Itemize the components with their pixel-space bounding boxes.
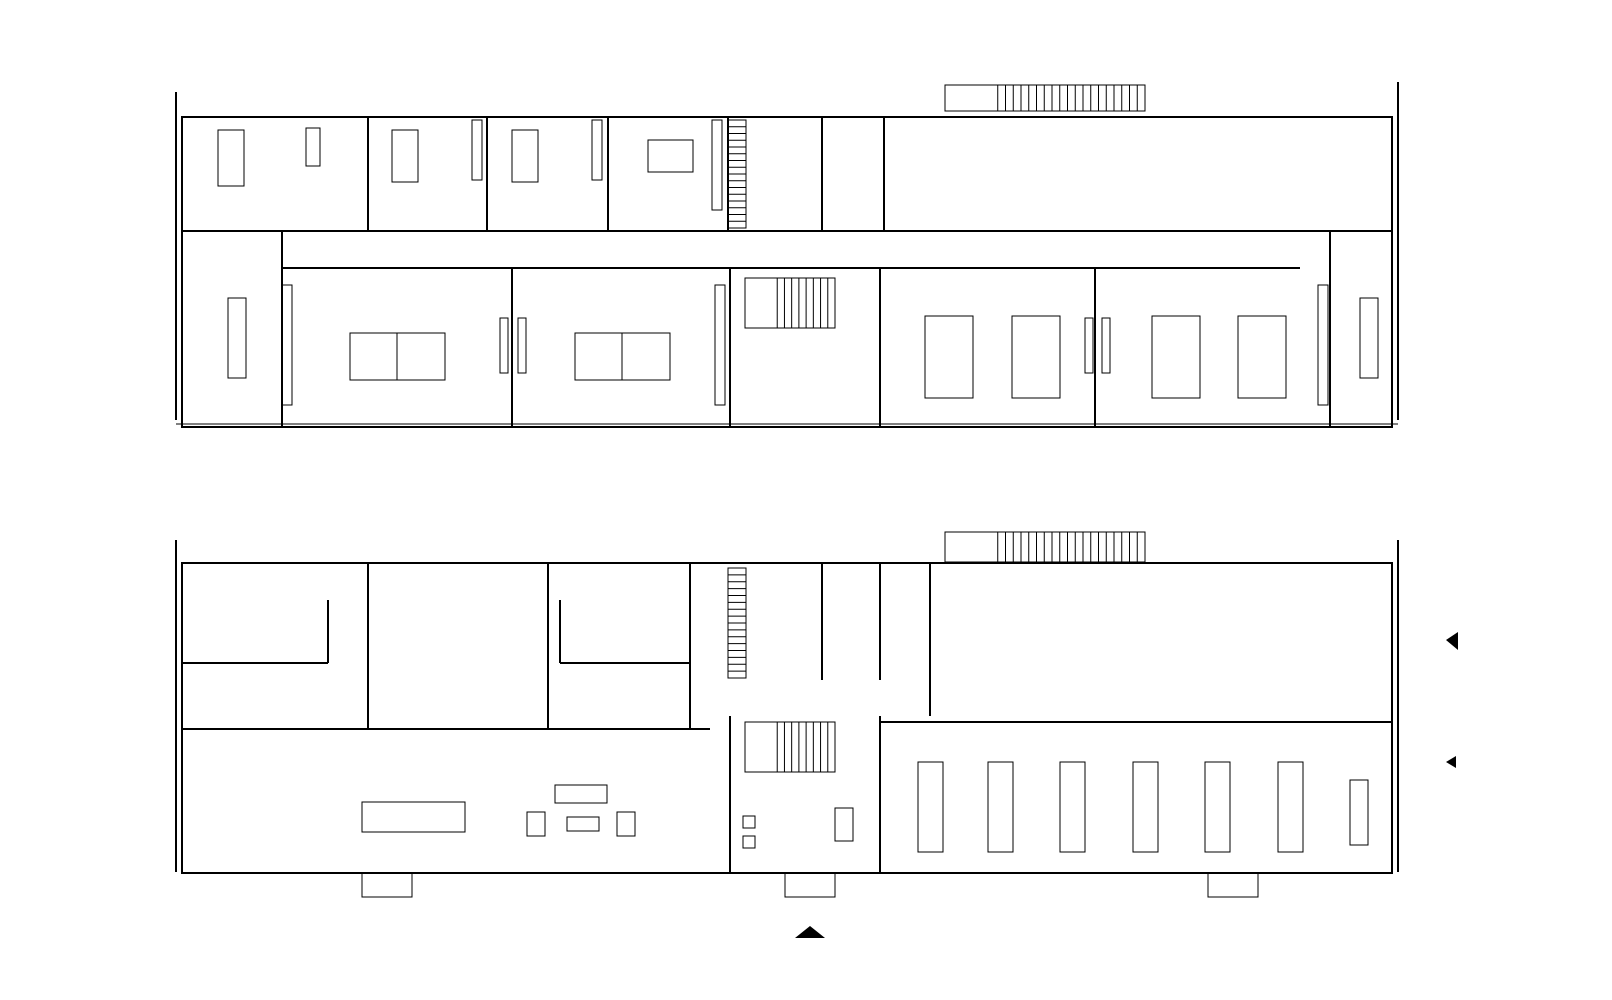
side-entrance-arrow-icon-2 [1446, 756, 1456, 768]
ground-entrance-doors[interactable] [361, 872, 1259, 898]
ground-stair-external [944, 531, 1146, 563]
upper-stair-central [744, 277, 836, 329]
ground-outer-wall [181, 562, 1393, 874]
upper-outer-wall [181, 116, 1393, 428]
upper-stair-external [944, 84, 1146, 112]
side-entrance-arrow-icon [1446, 632, 1458, 650]
upper-office-desks [217, 119, 723, 211]
upper-meeting-tables [227, 284, 1379, 406]
ground-furniture [361, 761, 1369, 853]
ground-floor-plan [175, 531, 1458, 938]
upper-floor-plan [175, 82, 1399, 428]
ground-partitions [182, 563, 881, 873]
main-entrance-arrow-icon [795, 926, 825, 938]
ground-stair-central [744, 721, 836, 773]
